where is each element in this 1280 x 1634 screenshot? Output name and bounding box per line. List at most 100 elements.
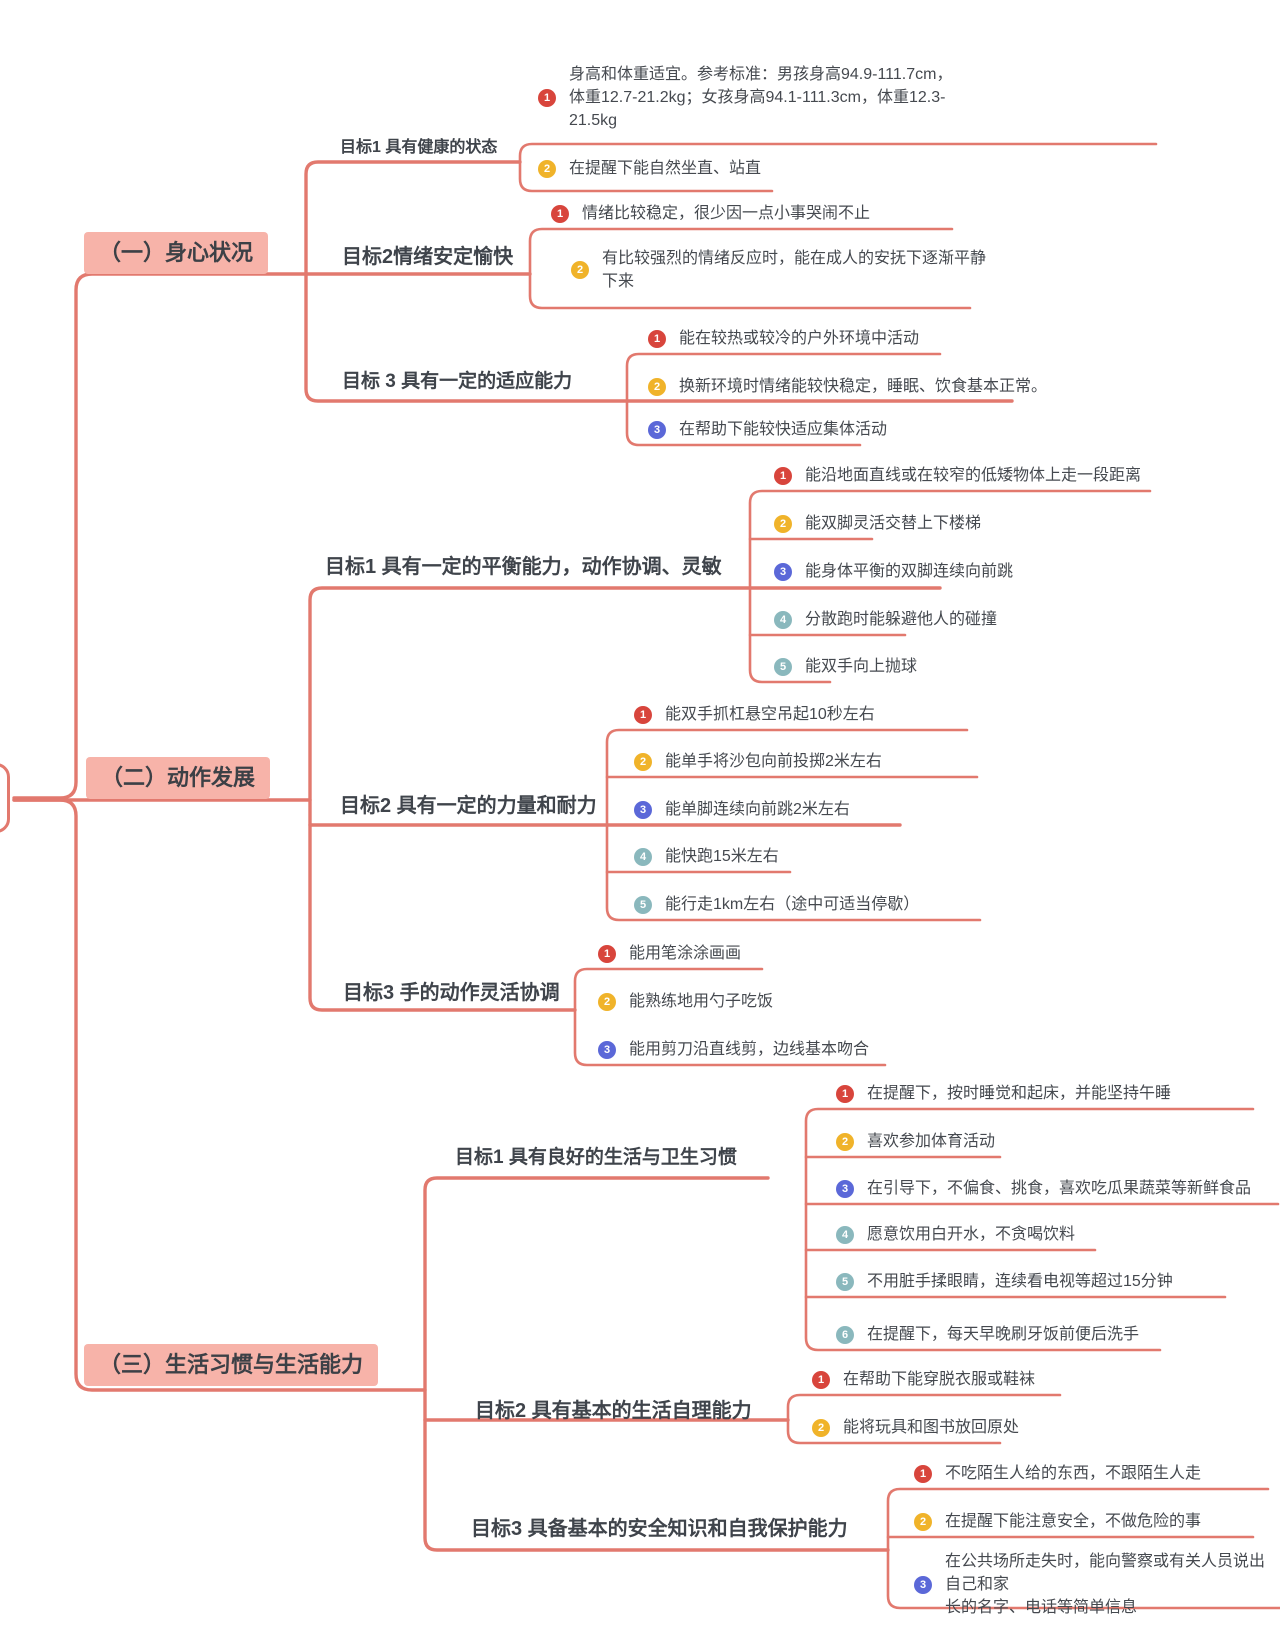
- item-text: 在帮助下能较快适应集体活动: [679, 421, 888, 438]
- item-node-3-3-2[interactable]: 2 在提醒下能注意安全，不做危险的事: [914, 1510, 1201, 1533]
- item-text: 愿意饮用白开水，不贪喝饮料: [867, 1226, 1076, 1243]
- item-number-badge: 2: [538, 159, 556, 178]
- goal-node-1-3[interactable]: 目标 3 具有一定的适应能力: [342, 371, 573, 392]
- item-number-badge: 1: [551, 204, 569, 223]
- item-node-3-1-6[interactable]: 6 在提醒下，每天早晚刷牙饭前便后洗手: [836, 1323, 1139, 1346]
- item-text: 有比较强烈的情绪反应时，能在成人的安抚下逐渐平静 下来: [602, 250, 987, 290]
- section-node-2[interactable]: （二）动作发展: [86, 757, 271, 799]
- item-node-2-2-4[interactable]: 4 能快跑15米左右: [634, 845, 779, 868]
- item-number-badge: 1: [598, 944, 616, 963]
- item-node-3-3-3[interactable]: 3 在公共场所走失时，能向警察或有关人员说出自己和家 长的名字、电话等简单信息: [914, 1550, 1280, 1619]
- item-text: 喜欢参加体育活动: [867, 1133, 996, 1150]
- item-text: 在帮助下能穿脱衣服或鞋袜: [843, 1371, 1036, 1388]
- item-text: 能单脚连续向前跳2米左右: [665, 801, 850, 818]
- item-number-badge: 2: [914, 1512, 932, 1531]
- item-number-badge: 3: [598, 1040, 616, 1059]
- goal-node-1-1[interactable]: 目标1 具有健康的状态: [340, 139, 498, 156]
- item-node-2-1-1[interactable]: 1 能沿地面直线或在较窄的低矮物体上走一段距离: [774, 464, 1141, 487]
- item-text: 在提醒下能自然坐直、站直: [569, 160, 762, 177]
- item-number-badge: 5: [634, 895, 652, 914]
- item-number-badge: 4: [774, 610, 792, 629]
- item-text: 能熟练地用勺子吃饭: [629, 993, 774, 1010]
- item-number-badge: 3: [914, 1575, 932, 1594]
- item-text: 分散跑时能躲避他人的碰撞: [805, 611, 998, 628]
- item-node-3-1-1[interactable]: 1 在提醒下，按时睡觉和起床，并能坚持午睡: [836, 1082, 1171, 1105]
- item-number-badge: 3: [774, 562, 792, 581]
- item-text: 不用脏手揉眼睛，连续看电视等超过15分钟: [867, 1273, 1173, 1290]
- item-text: 能用笔涂涂画画: [629, 945, 742, 962]
- item-text: 能双手抓杠悬空吊起10秒左右: [665, 706, 875, 723]
- section-node-1[interactable]: （一）身心状况: [84, 232, 269, 274]
- item-node-1-2-1[interactable]: 1 情绪比较稳定，很少因一点小事哭闹不止: [551, 202, 870, 225]
- goal-node-1-2[interactable]: 目标2情绪安定愉快: [342, 246, 514, 268]
- item-text: 情绪比较稳定，很少因一点小事哭闹不止: [582, 205, 871, 222]
- item-number-badge: 2: [648, 377, 666, 396]
- item-number-badge: 1: [774, 466, 792, 485]
- item-text: 在提醒下，每天早晚刷牙饭前便后洗手: [867, 1326, 1140, 1343]
- item-node-2-2-1[interactable]: 1 能双手抓杠悬空吊起10秒左右: [634, 703, 875, 726]
- item-text: 在提醒下能注意安全，不做危险的事: [945, 1513, 1202, 1530]
- item-node-1-3-2[interactable]: 2 换新环境时情绪能较快稳定，睡眠、饮食基本正常。: [648, 375, 1047, 398]
- item-node-1-2-2[interactable]: 2 有比较强烈的情绪反应时，能在成人的安抚下逐渐平静 下来: [571, 247, 986, 293]
- goal-node-2-2[interactable]: 目标2 具有一定的力量和耐力: [340, 795, 597, 817]
- item-node-2-2-3[interactable]: 3 能单脚连续向前跳2米左右: [634, 798, 850, 821]
- item-text: 能沿地面直线或在较窄的低矮物体上走一段距离: [805, 467, 1142, 484]
- item-node-3-1-3[interactable]: 3 在引导下，不偏食、挑食，喜欢吃瓜果蔬菜等新鲜食品: [836, 1177, 1251, 1200]
- item-number-badge: 3: [648, 420, 666, 439]
- item-number-badge: 1: [914, 1464, 932, 1483]
- item-text: 能双手向上抛球: [805, 658, 918, 675]
- item-number-badge: 4: [836, 1225, 854, 1244]
- item-node-2-1-2[interactable]: 2 能双脚灵活交替上下楼梯: [774, 512, 981, 535]
- item-text: 能用剪刀沿直线剪，边线基本吻合: [629, 1041, 870, 1058]
- goal-node-3-2[interactable]: 目标2 具有基本的生活自理能力: [475, 1400, 752, 1422]
- item-number-badge: 2: [836, 1132, 854, 1151]
- item-node-2-3-1[interactable]: 1 能用笔涂涂画画: [598, 942, 741, 965]
- item-node-2-2-2[interactable]: 2 能单手将沙包向前投掷2米左右: [634, 750, 882, 773]
- item-number-badge: 6: [836, 1325, 854, 1344]
- item-number-badge: 1: [648, 329, 666, 348]
- item-node-2-3-2[interactable]: 2 能熟练地用勺子吃饭: [598, 990, 773, 1013]
- item-node-3-2-1[interactable]: 1 在帮助下能穿脱衣服或鞋袜: [812, 1368, 1035, 1391]
- item-node-3-1-2[interactable]: 2 喜欢参加体育活动: [836, 1130, 995, 1153]
- item-number-badge: 1: [836, 1084, 854, 1103]
- root-node[interactable]: [0, 763, 10, 833]
- item-text: 换新环境时情绪能较快稳定，睡眠、饮食基本正常。: [679, 378, 1048, 395]
- item-node-2-1-5[interactable]: 5 能双手向上抛球: [774, 655, 917, 678]
- section-node-3[interactable]: （三）生活习惯与生活能力: [84, 1344, 379, 1386]
- item-number-badge: 2: [774, 514, 792, 533]
- item-node-3-1-5[interactable]: 5 不用脏手揉眼睛，连续看电视等超过15分钟: [836, 1270, 1173, 1293]
- item-text: 能身体平衡的双脚连续向前跳: [805, 563, 1014, 580]
- item-text: 能双脚灵活交替上下楼梯: [805, 515, 982, 532]
- item-text: 在公共场所走失时，能向警察或有关人员说出自己和家 长的名字、电话等简单信息: [945, 1553, 1266, 1616]
- item-node-3-2-2[interactable]: 2 能将玩具和图书放回原处: [812, 1416, 1019, 1439]
- item-node-2-2-5[interactable]: 5 能行走1km左右（途中可适当停歇）: [634, 893, 919, 916]
- item-node-1-3-3[interactable]: 3 在帮助下能较快适应集体活动: [648, 418, 887, 441]
- item-node-1-3-1[interactable]: 1 能在较热或较冷的户外环境中活动: [648, 327, 919, 350]
- item-node-1-1-2[interactable]: 2 在提醒下能自然坐直、站直: [538, 157, 761, 180]
- item-number-badge: 2: [571, 261, 589, 279]
- item-node-3-1-4[interactable]: 4 愿意饮用白开水，不贪喝饮料: [836, 1223, 1075, 1246]
- item-text: 身高和体重适宜。参考标准：男孩身高94.9-111.7cm， 体重12.7-21…: [569, 66, 953, 129]
- goal-node-3-3[interactable]: 目标3 具备基本的安全知识和自我保护能力: [471, 1518, 848, 1540]
- item-text: 能将玩具和图书放回原处: [843, 1419, 1020, 1436]
- item-node-2-3-3[interactable]: 3 能用剪刀沿直线剪，边线基本吻合: [598, 1038, 869, 1061]
- item-node-2-1-3[interactable]: 3 能身体平衡的双脚连续向前跳: [774, 560, 1013, 583]
- goal-node-2-3[interactable]: 目标3 手的动作灵活协调: [343, 982, 560, 1004]
- goal-node-3-1[interactable]: 目标1 具有良好的生活与卫生习惯: [455, 1147, 737, 1168]
- item-text: 能快跑15米左右: [665, 848, 779, 865]
- goal-node-2-1[interactable]: 目标1 具有一定的平衡能力，动作协调、灵敏: [325, 556, 722, 578]
- item-text: 能在较热或较冷的户外环境中活动: [679, 330, 920, 347]
- item-text: 不吃陌生人给的东西，不跟陌生人走: [945, 1465, 1202, 1482]
- item-text: 在提醒下，按时睡觉和起床，并能坚持午睡: [867, 1085, 1172, 1102]
- item-number-badge: 2: [598, 992, 616, 1011]
- item-node-2-1-4[interactable]: 4 分散跑时能躲避他人的碰撞: [774, 608, 997, 631]
- item-number-badge: 2: [634, 752, 652, 771]
- item-text: 能行走1km左右（途中可适当停歇）: [665, 896, 920, 913]
- item-number-badge: 1: [538, 88, 556, 107]
- item-number-badge: 5: [774, 657, 792, 676]
- item-node-3-3-1[interactable]: 1 不吃陌生人给的东西，不跟陌生人走: [914, 1462, 1201, 1485]
- item-text: 在引导下，不偏食、挑食，喜欢吃瓜果蔬菜等新鲜食品: [867, 1180, 1252, 1197]
- item-node-1-1-1[interactable]: 1 身高和体重适宜。参考标准：男孩身高94.9-111.7cm， 体重12.7-…: [538, 63, 952, 132]
- item-number-badge: 2: [812, 1418, 830, 1437]
